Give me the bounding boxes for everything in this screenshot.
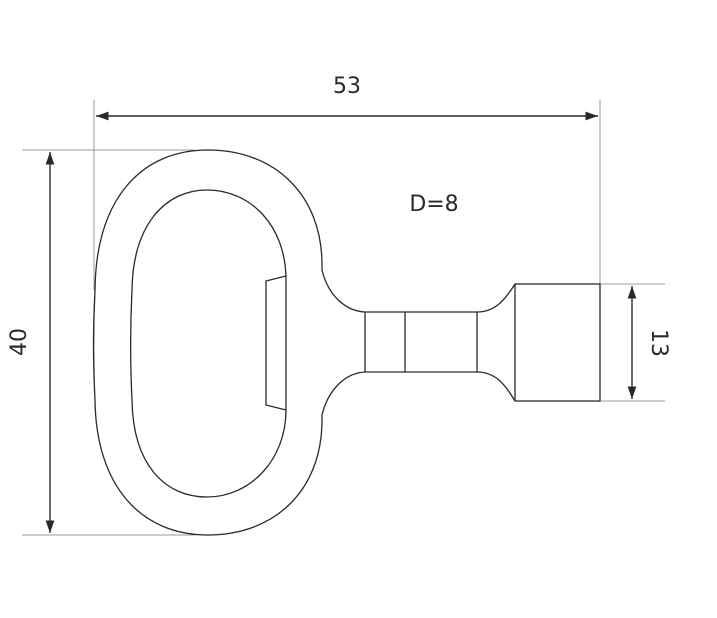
width-label: 53 bbox=[333, 74, 361, 99]
head-label: 13 bbox=[646, 329, 671, 357]
outer-loop bbox=[92, 149, 323, 536]
key-outline bbox=[92, 149, 601, 536]
diameter-label: D=8 bbox=[409, 192, 458, 217]
inner-tab bbox=[265, 275, 287, 411]
key-head bbox=[514, 283, 601, 402]
height-label: 40 bbox=[7, 328, 32, 356]
extension-lines bbox=[22, 100, 665, 536]
inner-loop bbox=[129, 189, 287, 498]
